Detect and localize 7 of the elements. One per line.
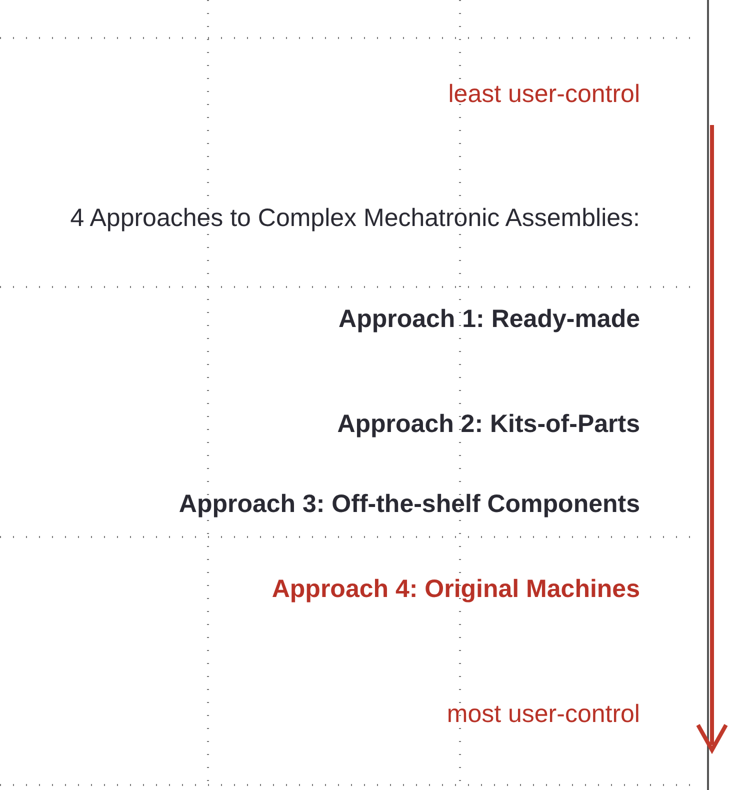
- approach-label: Approach 1: Ready-made: [338, 305, 640, 334]
- approach-label: Approach 2: Kits-of-Parts: [337, 410, 640, 439]
- approach-label: Approach 4: Original Machines: [272, 575, 640, 604]
- scale-end-label: least user-control: [448, 80, 640, 109]
- approach-label: Approach 3: Off-the-shelf Components: [178, 490, 640, 519]
- heading: 4 Approaches to Complex Mechatronic Assemblies:: [69, 203, 640, 234]
- scale-end-label: most user-control: [446, 700, 640, 729]
